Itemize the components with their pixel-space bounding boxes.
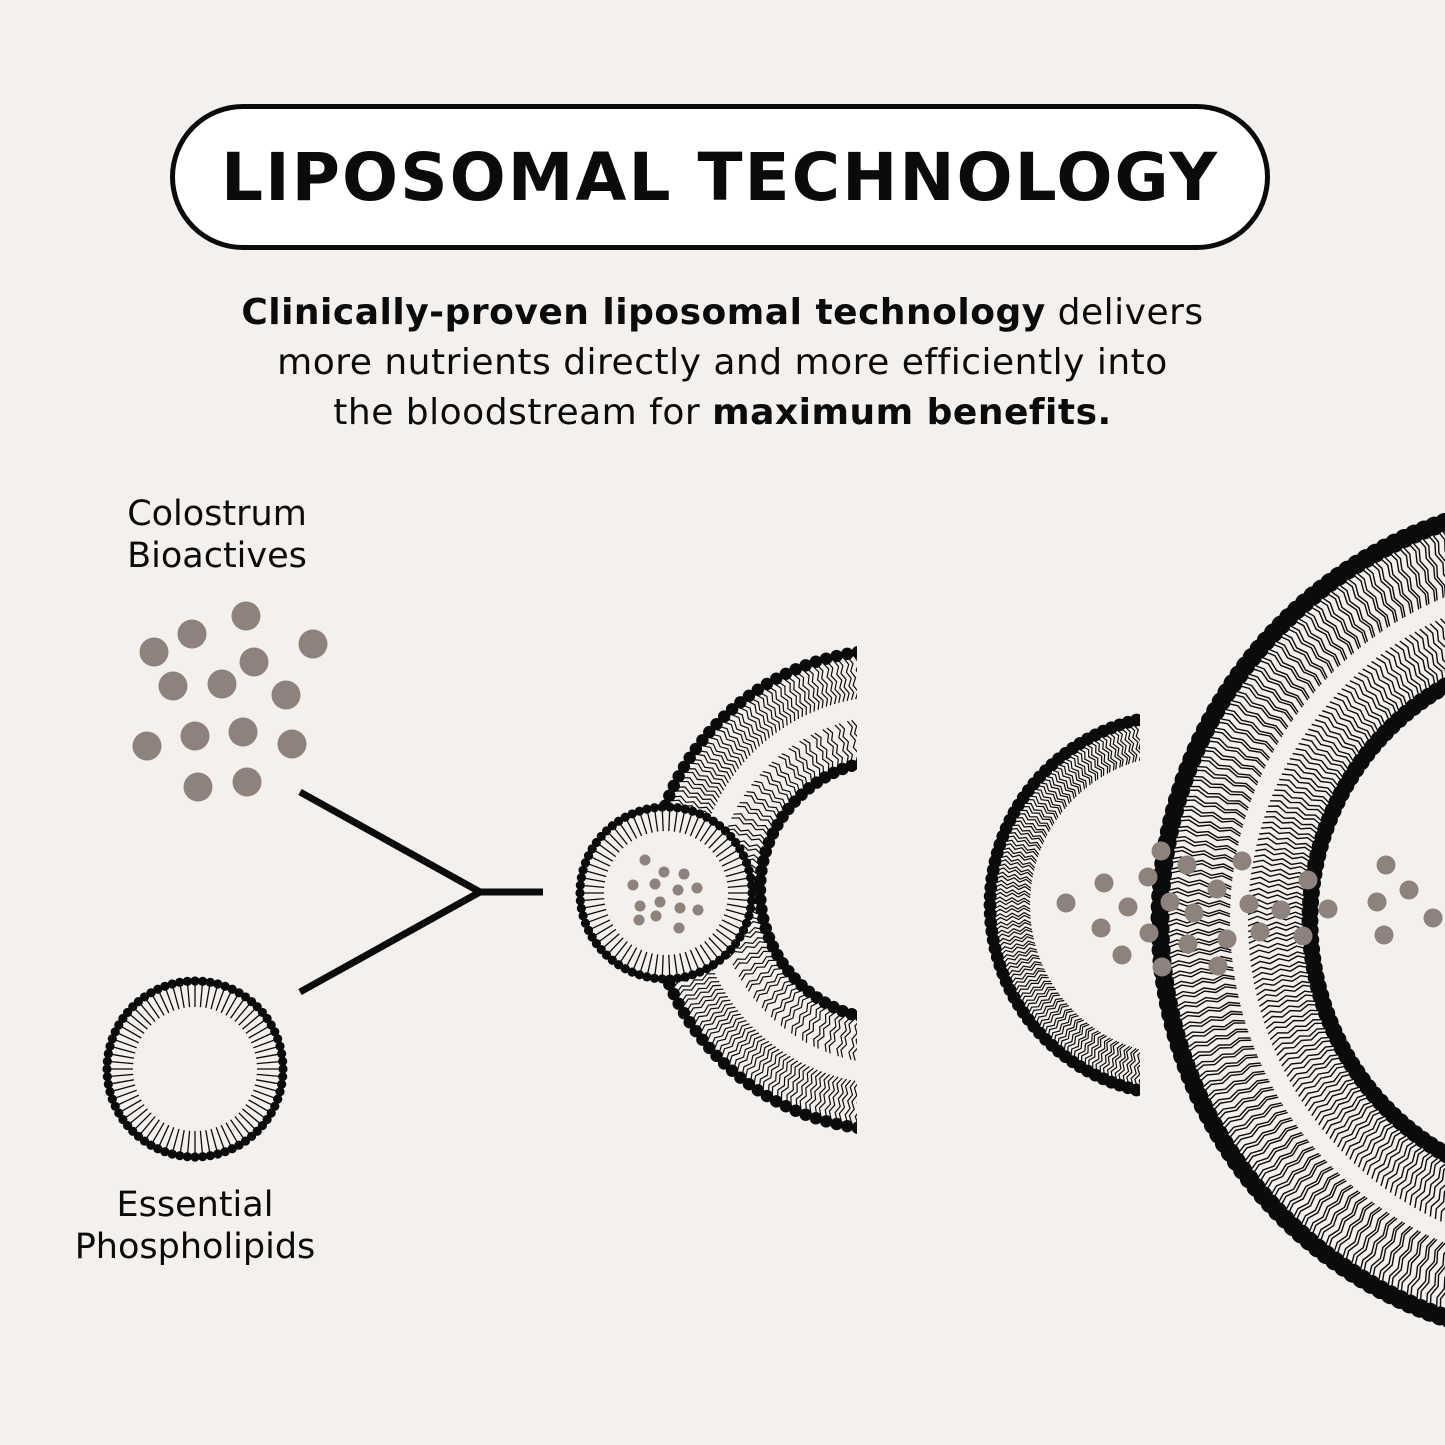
released-nutrient-dot [1232, 851, 1252, 871]
released-nutrient-dot [1271, 900, 1291, 920]
bioactive-dot [298, 629, 328, 659]
intro-line-1-bold: Clinically-proven liposomal technology [241, 292, 1046, 333]
phospholipids-label-line-2: Phospholipids [74, 1227, 316, 1267]
intro-line-3-normal: the bloodstream for [333, 392, 713, 433]
released-nutrient-dot [1184, 903, 1204, 923]
cell-membrane-inner-arc [983, 713, 1140, 1097]
released-nutrient-dot [1376, 855, 1396, 875]
intro-line-2: more nutrients directly and more efficie… [277, 342, 1168, 383]
encapsulated-nutrient-dot [672, 884, 684, 896]
released-nutrient-dot [1151, 841, 1171, 861]
released-nutrient-dot [1399, 880, 1419, 900]
released-nutrient-dot [1094, 873, 1114, 893]
encapsulated-nutrient-dot [633, 914, 645, 926]
bioactive-dot [183, 772, 213, 802]
encapsulated-nutrient-dot [654, 896, 666, 908]
bioactive-dot [139, 637, 169, 667]
released-nutrient-dot [1239, 894, 1259, 914]
bioactive-dot [239, 647, 269, 677]
released-nutrient-dot [1091, 918, 1111, 938]
colostrum-label-line-1: Colostrum [127, 494, 307, 534]
encapsulated-nutrient-dot [649, 878, 661, 890]
released-nutrient-dots [1056, 841, 1443, 977]
essential-phospholipids-label: Essential Phospholipids [40, 1184, 350, 1268]
released-nutrient-dot [1374, 925, 1394, 945]
encapsulated-nutrient-dot [674, 902, 686, 914]
encapsulated-nutrient-dot [658, 866, 670, 878]
bioactive-dot [132, 731, 162, 761]
bioactive-dot [207, 669, 237, 699]
released-nutrient-dot [1152, 957, 1172, 977]
bioactive-dot [180, 721, 210, 751]
bioactive-dot [177, 619, 207, 649]
intro-line-1: Clinically-proven liposomal technology d… [160, 288, 1285, 338]
released-nutrient-dot [1208, 956, 1228, 976]
bioactive-dot [277, 729, 307, 759]
merge-connector [298, 788, 543, 996]
encapsulated-nutrient-dot [650, 910, 662, 922]
released-nutrient-dot [1367, 892, 1387, 912]
bioactive-dot [231, 601, 261, 631]
encapsulated-nutrient-dot [634, 900, 646, 912]
released-nutrient-dot [1138, 867, 1158, 887]
released-nutrient-dot [1139, 923, 1159, 943]
bioactive-dot [271, 680, 301, 710]
released-nutrient-dot [1293, 926, 1313, 946]
title-pill: LIPOSOMAL TECHNOLOGY [170, 104, 1270, 250]
released-nutrient-dot [1207, 879, 1227, 899]
released-nutrient-dot [1112, 945, 1132, 965]
intro-paragraph: Clinically-proven liposomal technology d… [160, 288, 1285, 438]
encapsulated-nutrient-dot [678, 868, 690, 880]
released-nutrient-dot [1118, 897, 1138, 917]
released-nutrient-dot [1177, 855, 1197, 875]
phospholipids-label-line-1: Essential [116, 1185, 274, 1225]
released-nutrient-dot [1250, 922, 1270, 942]
colostrum-label-line-2: Bioactives [127, 536, 307, 576]
encapsulated-nutrient-dot [691, 882, 703, 894]
released-nutrient-dot [1178, 934, 1198, 954]
encapsulated-nutrient-dot [639, 854, 651, 866]
colostrum-bioactives-dots [132, 601, 328, 802]
bioactive-dot [158, 671, 188, 701]
empty-phospholipid-liposome [102, 976, 288, 1162]
released-nutrient-dot [1298, 870, 1318, 890]
filled-liposome [575, 802, 757, 984]
encapsulated-nutrient-dot [627, 879, 639, 891]
bioactive-dot [228, 717, 258, 747]
cell-membrane-outer-arc [1150, 512, 1445, 1328]
encapsulated-nutrient-dot [673, 922, 685, 934]
intro-line-1-rest: delivers [1045, 292, 1204, 333]
colostrum-bioactives-label: Colostrum Bioactives [97, 493, 337, 577]
released-nutrient-dot [1160, 892, 1180, 912]
intro-line-3: the bloodstream for maximum benefits. [160, 388, 1285, 438]
released-nutrient-dot [1318, 899, 1338, 919]
released-nutrient-dot [1217, 929, 1237, 949]
released-nutrient-dot [1056, 893, 1076, 913]
encapsulated-nutrient-dot [692, 904, 704, 916]
released-nutrient-dot [1423, 908, 1443, 928]
bioactive-dot [232, 767, 262, 797]
page-title: LIPOSOMAL TECHNOLOGY [221, 138, 1219, 216]
intro-line-3-bold: maximum benefits. [712, 392, 1112, 433]
